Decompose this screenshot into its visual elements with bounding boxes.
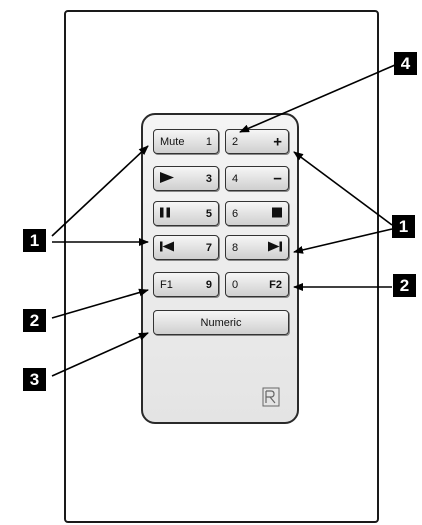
- mute-number: 1: [205, 135, 212, 148]
- previous-button[interactable]: 7: [153, 235, 219, 260]
- f1-label: F1: [160, 278, 173, 291]
- callout-3: 3: [23, 368, 46, 391]
- pause-icon: [160, 207, 170, 220]
- f2-label: F2: [269, 278, 282, 291]
- mute-label: Mute: [160, 135, 185, 148]
- stop-icon: [272, 207, 282, 220]
- plus-label: +: [273, 133, 282, 150]
- play-icon: [160, 171, 174, 186]
- numeric-label: Numeric: [200, 316, 242, 329]
- zero-label: 0: [232, 278, 239, 291]
- arrow-1-to-mute-key: [51, 145, 149, 237]
- brand-logo-icon: [262, 387, 280, 407]
- callout-2-left: 2: [23, 309, 46, 332]
- six-stop-button[interactable]: 6: [225, 201, 289, 226]
- pause-button[interactable]: 5: [153, 201, 219, 226]
- four-minus-button[interactable]: 4 −: [225, 166, 289, 191]
- arrow-3-to-numeric-key: [51, 332, 149, 377]
- skip-back-icon: [160, 241, 174, 254]
- mute-button[interactable]: Mute 1: [153, 129, 219, 154]
- eight-label: 8: [232, 241, 239, 254]
- arrow-2-to-f1-key: [51, 288, 149, 319]
- two-plus-button[interactable]: 2 +: [225, 129, 289, 154]
- eight-next-button[interactable]: 8: [225, 235, 289, 260]
- numeric-button[interactable]: Numeric: [153, 310, 289, 335]
- arrow-4-to-two-key: [239, 64, 396, 133]
- f1-button[interactable]: F1 9: [153, 272, 219, 297]
- play-button[interactable]: 3: [153, 166, 219, 191]
- zero-f2-button[interactable]: 0 F2: [225, 272, 289, 297]
- keypad-bezel: [141, 113, 299, 424]
- four-label: 4: [232, 172, 239, 185]
- callout-2-right: 2: [393, 274, 416, 297]
- callout-1-right: 1: [392, 215, 415, 238]
- arrow-1r-to-next-key: [293, 228, 393, 254]
- five-label: 5: [205, 207, 212, 220]
- six-label: 6: [232, 207, 239, 220]
- callout-4: 4: [394, 52, 417, 75]
- arrow-1r-to-plus-key: [293, 151, 393, 226]
- skip-forward-icon: [268, 241, 282, 254]
- callout-1-left: 1: [23, 229, 46, 252]
- three-label: 3: [205, 172, 212, 185]
- nine-label: 9: [205, 278, 212, 291]
- two-label: 2: [232, 135, 239, 148]
- minus-label: −: [273, 170, 282, 187]
- seven-label: 7: [205, 241, 212, 254]
